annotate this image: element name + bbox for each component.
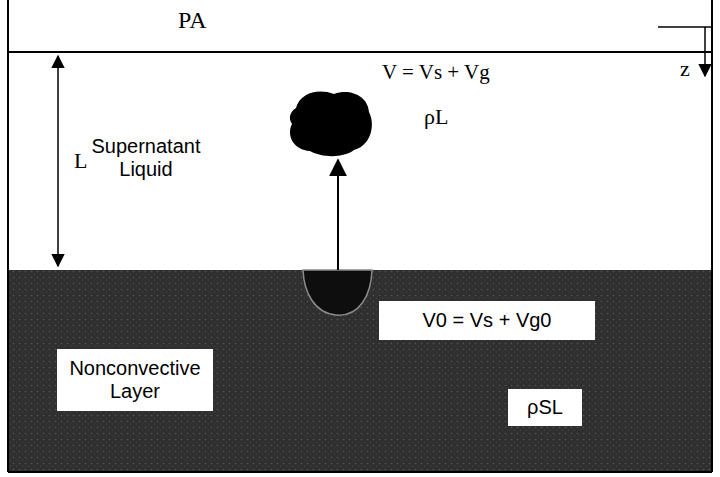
- node-text: ρSL: [515, 396, 575, 419]
- rise-arrow: [337, 160, 339, 270]
- gas-bubble: [290, 92, 372, 157]
- tank-wall: [7, 0, 9, 472]
- node-text: Nonconvective Layer: [65, 357, 205, 403]
- depth-arrow: [57, 56, 59, 266]
- tank-floor: [8, 471, 712, 473]
- node-text: Supernatant Liquid: [85, 135, 207, 181]
- tank-wall: [711, 0, 713, 472]
- label-box: ρSL: [508, 389, 582, 426]
- node-text: V0 = Vs + Vg0: [387, 309, 587, 332]
- density-label: ρL: [424, 106, 448, 128]
- label-box: Nonconvective Layer: [57, 349, 213, 411]
- bubble-cavity: [303, 270, 372, 315]
- liquid-surface: [8, 51, 712, 53]
- pressure-label: PA: [178, 8, 206, 32]
- label-box: V0 = Vs + Vg0: [379, 301, 595, 340]
- dimension-label: L: [74, 150, 87, 172]
- nonconvective-layer: [8, 270, 712, 472]
- axis-label: z: [680, 58, 690, 80]
- volume-label: V = Vs + Vg: [382, 62, 490, 83]
- liquid-band: Supernatant Liquid: [8, 53, 712, 269]
- axis-origin: [658, 26, 712, 28]
- z-axis-arrow: [704, 27, 706, 76]
